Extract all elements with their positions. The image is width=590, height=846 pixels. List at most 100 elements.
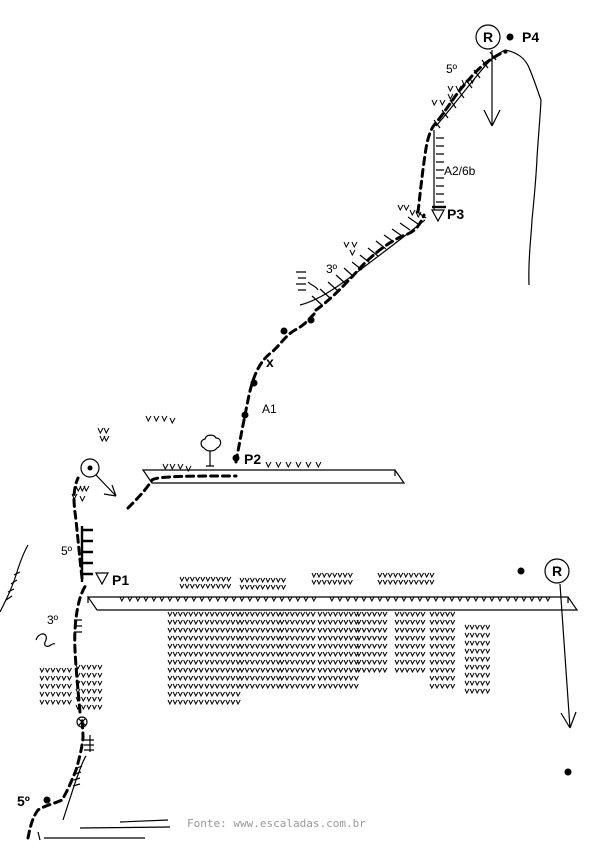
vegetation-mark (348, 651, 354, 658)
vegetation-mark (348, 667, 354, 674)
vegetation-mark (220, 611, 226, 618)
vegetation-mark (409, 596, 415, 603)
grade-label-a1: A1 (262, 402, 277, 416)
vegetation-mark (429, 572, 435, 579)
vegetation-mark (279, 659, 285, 666)
vegetation-mark (369, 596, 375, 603)
vegetation-mark (305, 619, 311, 626)
vegetation-mark (81, 664, 86, 671)
vegetation-mark (450, 651, 456, 658)
vegetation-mark (209, 683, 215, 690)
vegetation-mark (220, 643, 226, 650)
vegetation-mark (295, 643, 301, 650)
vegetation-mark (275, 659, 281, 666)
vegetation-mark (214, 691, 220, 698)
vegetation-mark (382, 619, 388, 626)
vegetation-mark (193, 651, 199, 658)
vegetation-mark (188, 651, 194, 658)
vegetation-mark (450, 611, 456, 618)
vegetation-mark (239, 584, 245, 591)
bolt (232, 454, 240, 462)
vegetation-mark (92, 672, 97, 679)
vegetation-mark (103, 427, 110, 435)
vegetation-mark (209, 643, 215, 650)
vegetation-mark (220, 635, 226, 642)
vegetation-mark (464, 680, 470, 687)
vegetation-mark (235, 699, 241, 706)
vegetation-mark (382, 635, 388, 642)
vegetation-mark (184, 583, 190, 590)
vegetation-mark (322, 659, 328, 666)
vegetation-mark (188, 675, 194, 682)
vegetation-mark (244, 651, 250, 658)
vegetation-mark (209, 691, 215, 698)
vegetation-mark (450, 675, 456, 682)
crossed-circle-icon (76, 716, 88, 728)
vegetation-mark (343, 611, 349, 618)
vegetation-mark (394, 643, 400, 650)
vegetation-mark (485, 648, 491, 655)
vegetation-mark (361, 659, 367, 666)
vegetation-mark (445, 667, 451, 674)
vegetation-mark (305, 667, 311, 674)
vegetation-mark (45, 683, 50, 690)
vegetation-mark (275, 627, 281, 634)
route-segment-headwall (416, 50, 508, 214)
vegetation-mark (410, 611, 416, 618)
vegetation-mark (86, 704, 92, 711)
vegetation-mark (300, 683, 306, 690)
vegetation-mark (270, 651, 276, 658)
vegetation-mark (214, 643, 220, 650)
vegetation-mark (198, 683, 204, 690)
vegetation-mark (177, 651, 183, 658)
vegetation-mark (210, 583, 216, 590)
vegetation-mark (209, 627, 215, 634)
vegetation-mark (177, 659, 183, 666)
vegetation-mark (285, 461, 292, 469)
vegetation-mark (474, 672, 480, 679)
vegetation-mark (289, 619, 295, 626)
vegetation-mark (310, 659, 316, 666)
vegetation-mark (393, 572, 399, 579)
vegetation-mark (337, 596, 343, 603)
vegetation-mark (317, 611, 323, 618)
vegetation-mark (86, 664, 92, 671)
vegetation-mark (279, 627, 285, 634)
vegetation-mark (410, 651, 416, 658)
vegetation-mark (230, 643, 236, 650)
vegetation-mark (244, 627, 250, 634)
vegetation-mark (469, 664, 475, 671)
vegetation-mark (394, 651, 400, 658)
vegetation-mark (193, 667, 199, 674)
vegetation-mark (214, 683, 220, 690)
grade-label-ramp: 3º (326, 262, 338, 276)
vegetation-mark (279, 651, 285, 658)
vegetation-mark (275, 675, 281, 682)
vegetation-mark (415, 611, 421, 618)
vegetation-mark (279, 619, 285, 626)
vegetation-mark (260, 611, 266, 618)
vegetation-mark (97, 427, 104, 435)
vegetation-mark (255, 675, 261, 682)
vegetation-mark (263, 596, 269, 603)
vegetation-mark (75, 485, 82, 493)
rappel-right-label: R (552, 563, 562, 579)
vegetation-mark (275, 651, 281, 658)
vegetation-mark (410, 635, 416, 642)
vegetation-mark (183, 699, 189, 706)
vegetation-mark (429, 619, 435, 626)
vegetation-mark (198, 691, 204, 698)
vegetation-mark (474, 640, 480, 647)
vegetation-mark (327, 579, 333, 586)
vegetation-mark (469, 624, 475, 631)
vegetation-mark (244, 619, 250, 626)
vegetation-mark (230, 683, 236, 690)
vegetation-mark (480, 632, 486, 639)
vegetation-mark (356, 611, 362, 618)
vegetation-mark (235, 683, 241, 690)
vegetation-mark (347, 572, 353, 579)
vegetation-mark (445, 651, 451, 658)
vegetation-mark (284, 635, 290, 642)
vegetation-mark (485, 680, 491, 687)
vegetation-mark (394, 619, 400, 626)
